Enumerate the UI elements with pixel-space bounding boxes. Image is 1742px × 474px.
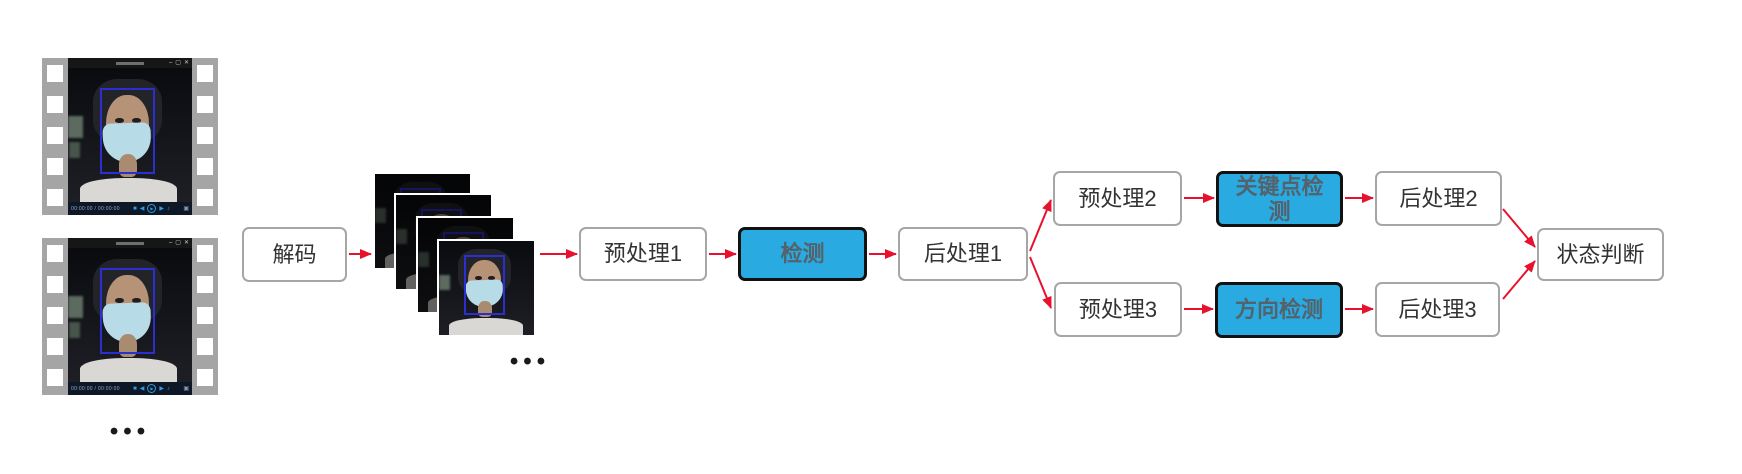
window-glint bbox=[68, 116, 83, 138]
previous-icon: ◀ bbox=[139, 205, 145, 212]
video-frame-scene bbox=[439, 241, 534, 335]
film-sprocket-holes bbox=[192, 238, 218, 395]
minimize-icon: – bbox=[168, 60, 173, 66]
window-controls: – ▢ ✕ bbox=[169, 60, 192, 66]
driver-eye bbox=[132, 297, 142, 303]
video-player-window: – ▢ ✕ 00:00:00 / 00:00:00 bbox=[68, 58, 192, 215]
box-label: 状态判断 bbox=[1556, 241, 1645, 267]
driver-hand bbox=[118, 153, 138, 177]
driver-eye bbox=[132, 117, 142, 123]
box-label: 检测 bbox=[780, 241, 825, 267]
arrow-postprocess1-to-preprocess3 bbox=[1029, 256, 1052, 309]
stop-icon: ■ bbox=[133, 385, 137, 392]
close-icon: ✕ bbox=[183, 60, 189, 66]
close-icon: ✕ bbox=[183, 240, 189, 246]
box-label: 后处理2 bbox=[1399, 185, 1478, 211]
stop-icon: ■ bbox=[133, 205, 137, 212]
film-sprocket-holes bbox=[42, 58, 68, 215]
play-icon: ▶ bbox=[147, 204, 157, 213]
player-controls-bar: 00:00:00 / 00:00:00 ■ ◀ ▶ ▶ ♪ ▣ bbox=[68, 202, 192, 215]
box-preprocess-2: 预处理2 bbox=[1053, 171, 1182, 226]
box-label: 后处理3 bbox=[1398, 296, 1477, 322]
face-detection-box bbox=[100, 268, 155, 354]
box-postprocess-3: 后处理3 bbox=[1375, 282, 1500, 337]
box-label: 后处理1 bbox=[923, 241, 1003, 267]
box-label: 预处理1 bbox=[603, 241, 683, 267]
fullscreen-icon: ▣ bbox=[183, 385, 189, 392]
minimize-icon: – bbox=[168, 240, 173, 246]
window-glint bbox=[375, 207, 387, 223]
next-icon: ▶ bbox=[159, 385, 164, 392]
film-sprocket-holes bbox=[42, 238, 68, 395]
driver-eye bbox=[115, 117, 124, 123]
transport-controls: ■ ◀ ▶ ▶ ♪ bbox=[133, 384, 170, 393]
box-postprocess-1: 后处理1 bbox=[898, 227, 1028, 281]
driver-shirt bbox=[80, 357, 178, 382]
box-preprocess-1: 预处理1 bbox=[579, 227, 707, 281]
player-title-text bbox=[116, 61, 144, 65]
box-preprocess-3: 预处理3 bbox=[1054, 282, 1182, 337]
arrow-postprocess2-to-state bbox=[1502, 208, 1536, 248]
player-title-text bbox=[116, 241, 144, 245]
previous-icon: ◀ bbox=[139, 385, 145, 392]
player-titlebar: – ▢ ✕ bbox=[68, 238, 192, 248]
box-detection: 检测 bbox=[738, 227, 867, 281]
window-glint bbox=[69, 141, 81, 158]
video-frame-scene bbox=[68, 68, 192, 202]
volume-icon: ♪ bbox=[167, 205, 170, 212]
box-label: 方向检测 bbox=[1234, 297, 1323, 323]
film-strip-video-2: – ▢ ✕ 00:00:00 / 00:00:00 bbox=[42, 238, 218, 395]
driver-shirt bbox=[80, 177, 178, 202]
video-player-window: – ▢ ✕ 00:00:00 / 00:00:00 bbox=[68, 238, 192, 395]
driver-shirt bbox=[448, 318, 523, 335]
window-glint bbox=[68, 296, 83, 318]
window-glint bbox=[396, 228, 408, 244]
face-detection-box bbox=[100, 88, 155, 174]
box-postprocess-2: 后处理2 bbox=[1375, 171, 1502, 226]
box-state-judgment: 状态判断 bbox=[1537, 228, 1664, 281]
box-label: 预处理2 bbox=[1078, 185, 1157, 211]
box-label: 关键点检测 bbox=[1235, 173, 1324, 224]
window-glint bbox=[439, 274, 451, 290]
frames-ellipsis: ••• bbox=[509, 348, 551, 375]
film-sprocket-holes bbox=[192, 58, 218, 215]
maximize-icon: ▢ bbox=[175, 240, 181, 246]
player-titlebar: – ▢ ✕ bbox=[68, 58, 192, 68]
timecode-label: 00:00:00 / 00:00:00 bbox=[71, 385, 120, 392]
fullscreen-icon: ▣ bbox=[183, 205, 189, 212]
next-icon: ▶ bbox=[159, 205, 164, 212]
window-glint bbox=[418, 251, 430, 267]
window-controls: – ▢ ✕ bbox=[169, 240, 192, 246]
player-controls-bar: 00:00:00 / 00:00:00 ■ ◀ ▶ ▶ ♪ ▣ bbox=[68, 382, 192, 395]
box-decode: 解码 bbox=[242, 227, 347, 282]
maximize-icon: ▢ bbox=[175, 60, 181, 66]
decoded-frame-4 bbox=[437, 239, 536, 337]
timecode-label: 00:00:00 / 00:00:00 bbox=[71, 205, 120, 212]
box-label: 预处理3 bbox=[1078, 296, 1158, 322]
arrow-postprocess3-to-state bbox=[1502, 260, 1536, 300]
window-glint bbox=[69, 321, 81, 338]
transport-controls: ■ ◀ ▶ ▶ ♪ bbox=[133, 204, 170, 213]
box-direction-detection: 方向检测 bbox=[1215, 282, 1343, 338]
arrow-postprocess1-to-preprocess2 bbox=[1029, 199, 1052, 252]
driver-hand bbox=[477, 301, 493, 318]
film-strip-video-1: – ▢ ✕ 00:00:00 / 00:00:00 bbox=[42, 58, 218, 215]
driver-eye bbox=[475, 275, 482, 280]
video-frame-scene bbox=[68, 248, 192, 382]
face-detection-box bbox=[463, 255, 506, 316]
box-keypoint-detection: 关键点检测 bbox=[1216, 171, 1343, 227]
box-label: 解码 bbox=[272, 241, 317, 267]
videos-ellipsis: ••• bbox=[109, 418, 151, 445]
driver-hand bbox=[118, 333, 138, 357]
driver-eye bbox=[115, 297, 124, 303]
play-icon: ▶ bbox=[147, 384, 157, 393]
driver-eye bbox=[488, 275, 496, 280]
volume-icon: ♪ bbox=[167, 385, 170, 392]
